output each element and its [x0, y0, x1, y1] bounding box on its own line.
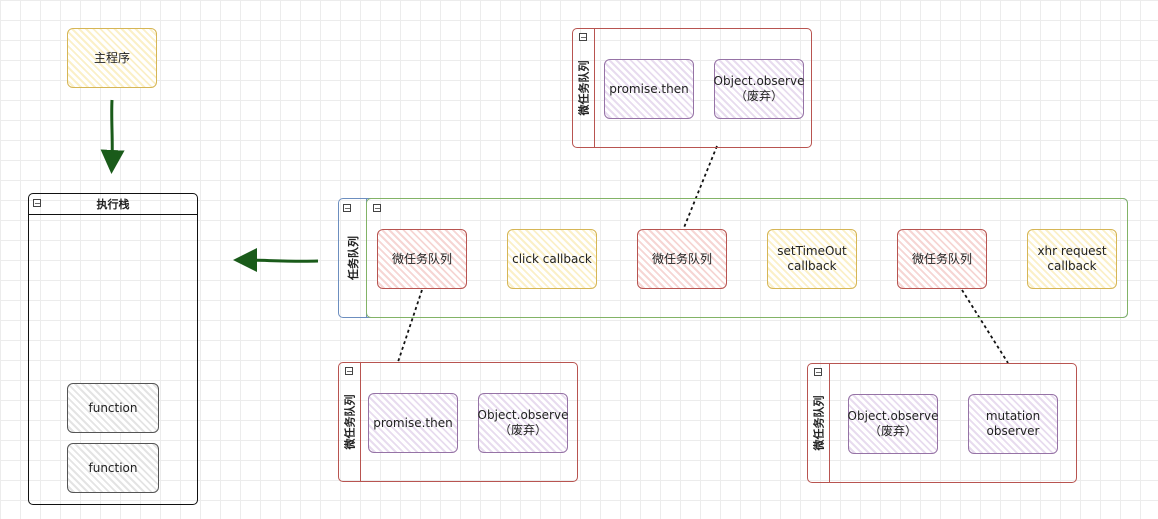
microtask-top-label: 微任务队列 [577, 60, 591, 116]
task-xhr-callback: xhr request callback [1027, 229, 1117, 289]
microtask-bottom-left-container: 微任务队列 promise.then Object.observe （废弃） [338, 362, 578, 482]
microtask-bottom-left-item: Object.observe （废弃） [478, 393, 568, 453]
exec-stack-collapse-icon[interactable] [33, 199, 41, 207]
microtask-bottom-right-label-bar: 微任务队列 [808, 364, 830, 482]
exec-stack-header: 执行栈 [29, 194, 197, 215]
task-queue-inner [366, 198, 1128, 318]
task-click-callback: click callback [507, 229, 597, 289]
stack-frame: function [67, 443, 159, 493]
task-queue-label-bar: 任务队列 [339, 199, 367, 317]
microtask-bottom-left-label-bar: 微任务队列 [339, 363, 361, 481]
microtask-bottom-left-collapse-icon[interactable] [345, 367, 353, 375]
main-program-label: 主程序 [93, 50, 130, 65]
microtask-bottom-right-container: 微任务队列 Object.observe （废弃） mutation obser… [807, 363, 1077, 483]
microtask-top-collapse-icon[interactable] [579, 33, 587, 41]
microtask-bottom-right-item: mutation observer [968, 394, 1058, 454]
task-microtask-queue-2: 微任务队列 [637, 229, 727, 289]
microtask-top-container: 微任务队列 promise.then Object.observe （废弃） [572, 28, 812, 148]
task-queue-inner-collapse-icon[interactable] [373, 204, 381, 212]
task-queue-label: 任务队列 [346, 236, 360, 280]
link-bottom-left-microtask [397, 289, 423, 363]
main-program-node: 主程序 [67, 28, 157, 88]
microtask-top-item: Object.observe （废弃） [714, 59, 804, 119]
task-queue-collapse-icon[interactable] [343, 204, 351, 212]
task-settimeout-callback: setTimeOut callback [767, 229, 857, 289]
link-bottom-right-microtask [961, 289, 1009, 364]
microtask-bottom-left-label: 微任务队列 [343, 394, 357, 450]
task-microtask-queue-3: 微任务队列 [897, 229, 987, 289]
exec-stack-title: 执行栈 [96, 198, 130, 211]
microtask-bottom-left-item: promise.then [368, 393, 458, 453]
stack-frame: function [67, 383, 159, 433]
task-microtask-queue-1: 微任务队列 [377, 229, 467, 289]
microtask-bottom-right-label: 微任务队列 [812, 395, 826, 451]
exec-stack-container: 执行栈 function function [28, 193, 198, 505]
microtask-top-item: promise.then [604, 59, 694, 119]
arrow-main-to-stack [100, 99, 125, 174]
microtask-bottom-right-item: Object.observe （废弃） [848, 394, 938, 454]
microtask-bottom-right-collapse-icon[interactable] [814, 368, 822, 376]
microtask-top-label-bar: 微任务队列 [573, 29, 595, 147]
arrow-queue-to-stack [233, 248, 319, 273]
